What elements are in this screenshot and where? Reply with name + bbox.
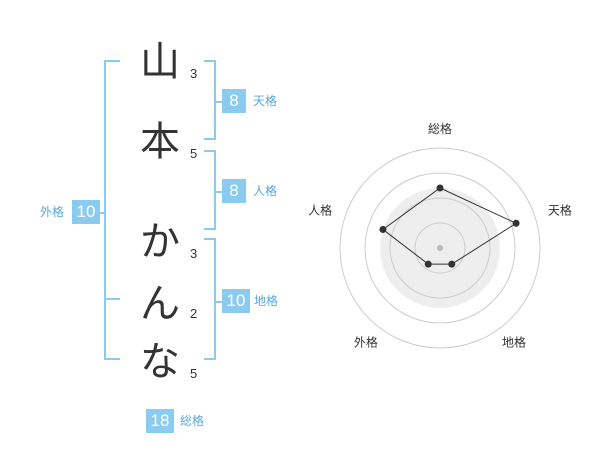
chikaku-connector xyxy=(214,301,222,303)
radar-point-1 xyxy=(436,184,444,192)
stroke-count-5: 5 xyxy=(190,366,198,381)
tenkaku-label: 天格 xyxy=(253,94,278,108)
jinkaku-value-badge: 8 xyxy=(222,179,246,203)
name-char-2: 本 xyxy=(140,119,180,165)
radar-axis-label-1: 総格 xyxy=(428,121,452,136)
radar-ring-3 xyxy=(364,172,516,324)
name-char-4: ん xyxy=(140,281,180,327)
soukaku-value-badge: 18 xyxy=(146,409,174,433)
radar-ring-1 xyxy=(414,222,466,274)
radar-point-2 xyxy=(512,219,520,227)
gaikaku-bracket-tick xyxy=(104,298,120,300)
chikaku-bracket xyxy=(204,238,216,360)
gaikaku-bracket xyxy=(104,60,120,360)
radar-polygon xyxy=(382,187,518,265)
stroke-count-1: 3 xyxy=(190,66,198,81)
jinkaku-connector xyxy=(214,191,222,193)
gaikaku-value-badge: 10 xyxy=(72,200,100,224)
name-char-1: 山 xyxy=(140,39,180,85)
radar-center-dot xyxy=(437,245,443,251)
stroke-count-2: 5 xyxy=(190,146,198,161)
radar-axis-label-5: 人格 xyxy=(308,203,332,218)
radar-ring-4 xyxy=(339,147,541,349)
radar-point-5 xyxy=(379,225,387,233)
soukaku-label: 総格 xyxy=(180,414,205,428)
tenkaku-connector xyxy=(214,101,222,103)
radar-axis-label-4: 外格 xyxy=(354,335,378,350)
gaikaku-label: 外格 xyxy=(40,205,65,219)
tenkaku-bracket xyxy=(204,60,216,140)
name-char-3: か xyxy=(140,219,180,265)
chikaku-value-badge: 10 xyxy=(222,289,250,313)
radar-axis-label-3: 地格 xyxy=(502,335,526,350)
jinkaku-bracket xyxy=(204,150,216,230)
radar-point-4 xyxy=(424,260,432,268)
radar-ring-2 xyxy=(389,197,491,299)
gaikaku-connector xyxy=(98,212,106,214)
tenkaku-value-badge: 8 xyxy=(222,89,246,113)
name-char-5: な xyxy=(140,339,180,385)
stroke-count-4: 2 xyxy=(190,306,198,321)
jinkaku-label: 人格 xyxy=(253,184,278,198)
stroke-count-3: 3 xyxy=(190,246,198,261)
radar-axis-label-2: 天格 xyxy=(548,203,572,218)
radar-point-3 xyxy=(448,260,456,268)
chikaku-label: 地格 xyxy=(254,294,279,308)
